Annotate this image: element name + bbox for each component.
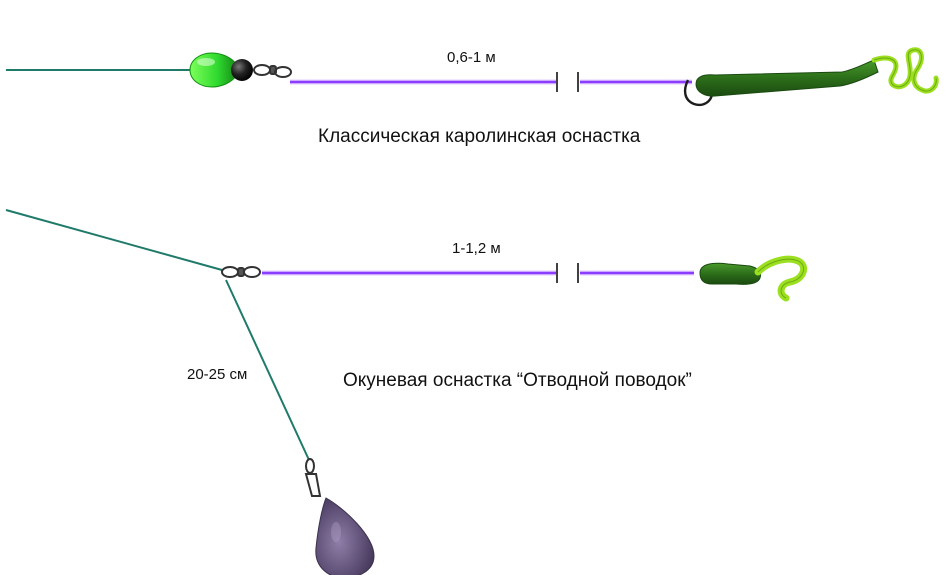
length-break-marks [556, 72, 579, 92]
main-line [5, 209, 223, 271]
perch-offset-leader-rig [5, 209, 808, 575]
classic-carolina-rig [6, 47, 939, 107]
sinker-branch-line [225, 279, 310, 461]
snap-swivel-icon [304, 458, 322, 497]
classic-rig-caption: Классическая каролинская оснастка [318, 126, 641, 147]
bead-icon [231, 59, 253, 81]
worm-lure-icon [683, 47, 939, 107]
perch-leader-length-label: 1-1,2 м [452, 240, 501, 257]
swivel-icon [253, 64, 292, 78]
drop-sinker-icon [315, 497, 375, 575]
length-break-marks [556, 263, 579, 283]
bullet-weight-icon [189, 52, 237, 88]
worm-lure-icon [699, 255, 808, 302]
perch-rig-caption: Окуневая оснастка “Отводной поводок” [343, 370, 692, 391]
classic-leader-length-label: 0,6-1 м [447, 49, 496, 66]
swivel-icon [221, 266, 261, 278]
perch-branch-length-label: 20-25 см [187, 366, 248, 383]
